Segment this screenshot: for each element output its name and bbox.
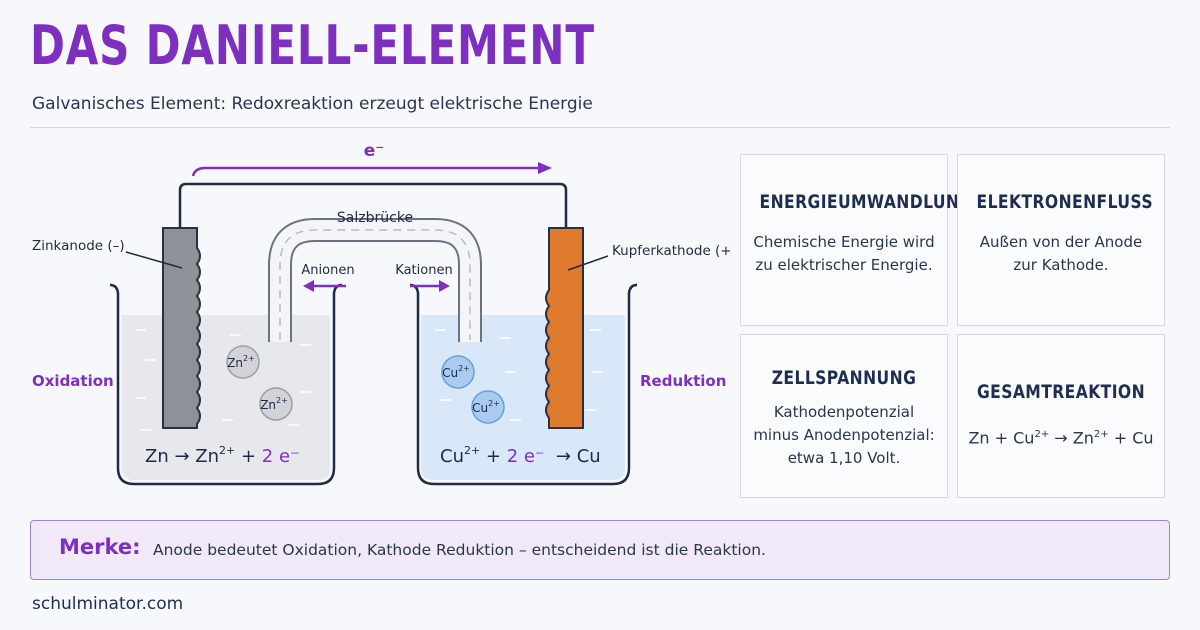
card-text-line: zur Kathode.	[1013, 256, 1109, 274]
oxidation-eq-charge: 2+	[219, 444, 235, 457]
eq-part: → Zn	[1049, 428, 1094, 448]
page-subtitle: Galvanisches Element: Redoxreaktion erze…	[32, 94, 593, 114]
external-wire	[178, 182, 568, 228]
right-solution-texture	[435, 329, 603, 421]
zinc-ion-symbol: Zn	[227, 356, 243, 370]
anode-leader	[125, 251, 183, 269]
zinc-ion-charge: 2+	[243, 354, 255, 363]
card-title: GESAMTREAKTION	[976, 381, 1146, 403]
copper-ion-charge: 2+	[458, 364, 470, 373]
eq-charge: 2+	[1093, 429, 1109, 440]
electron-label: e⁻	[364, 141, 385, 161]
card-overall-reaction: GESAMTREAKTION Zn + Cu2+ → Zn2+ + Cu	[957, 334, 1165, 498]
eq-charge: 2+	[1034, 429, 1050, 440]
card-cell-voltage: ZELLSPANNUNG Kathodenpotenzial minus Anod…	[740, 334, 948, 498]
eq-part: + Cu	[1108, 428, 1154, 448]
card-text: Chemische Energie wird zu elektrischer En…	[751, 231, 937, 277]
svg-text:Zn2+: Zn2+	[260, 396, 288, 412]
card-text: Kathodenpotenzial minus Anodenpotenzial: e…	[751, 401, 937, 470]
anions-label: Anionen	[301, 263, 354, 278]
reduction-eq-ion: Cu	[440, 446, 464, 467]
cathode-label: Kupferkathode (+)	[612, 243, 730, 259]
reduction-label: Reduktion	[640, 372, 726, 390]
copper-ion: Cu2+	[471, 390, 505, 424]
copper-ion: Cu2+	[441, 355, 475, 389]
oxidation-eq-plus: +	[235, 446, 262, 467]
copper-ion-symbol: Cu	[442, 366, 458, 380]
cathode-leader	[567, 255, 609, 271]
card-energy-conversion: ENERGIEUMWANDLUNG Chemische Energie wird…	[740, 154, 973, 326]
copper-ion-symbol: Cu	[472, 401, 488, 415]
card-text-line: Chemische Energie wird	[753, 233, 935, 251]
reduction-eq-rhs: → Cu	[544, 446, 600, 467]
reduction-eq-electrons: 2 e⁻	[507, 446, 545, 467]
reduction-eq-plus: +	[480, 446, 507, 467]
cations-arrow-head	[439, 280, 450, 292]
electron-arrow-head	[538, 162, 552, 174]
header-divider	[30, 127, 1170, 128]
oxidation-equation: Zn → Zn2+ + 2 e⁻	[145, 444, 300, 467]
zinc-ion-symbol: Zn	[260, 398, 276, 412]
svg-text:Cu2+: Cu2+	[442, 364, 470, 380]
oxidation-label: Oxidation	[32, 372, 114, 390]
right-beaker	[409, 283, 638, 486]
card-title: ENERGIEUMWANDLUNG	[759, 191, 973, 213]
note-box: Merke: Anode bedeutet Oxidation, Kathode…	[30, 520, 1170, 580]
zinc-ion: Zn2+	[226, 345, 260, 379]
note-label: Merke:	[59, 535, 141, 559]
page-title: DAS DANIELL-ELEMENT	[30, 14, 595, 77]
eq-part: Zn + Cu	[968, 428, 1035, 448]
card-title: ZELLSPANNUNG	[771, 367, 917, 389]
card-text-line: Kathodenpotenzial	[773, 403, 915, 421]
card-text: Außen von der Anode zur Kathode.	[968, 231, 1154, 277]
card-text-line: Außen von der Anode	[979, 233, 1143, 251]
zinc-anode	[162, 227, 201, 429]
zinc-ion-charge: 2+	[276, 396, 288, 405]
reduction-equation: Cu2+ + 2 e⁻ → Cu	[440, 444, 601, 467]
daniell-cell-diagram: e⁻ Salzbrücke Anionen Kationen Zinkanode…	[32, 141, 730, 486]
anode-label: Zinkanode (–)	[32, 238, 125, 254]
card-text-line: minus Anodenpotenzial:	[753, 426, 935, 444]
card-text-line: etwa 1,10 Volt.	[787, 449, 901, 467]
left-beaker	[109, 283, 343, 486]
reduction-eq-charge: 2+	[464, 444, 480, 457]
salt-bridge-stripe	[279, 229, 471, 340]
oxidation-eq-electrons: 2 e⁻	[262, 446, 300, 467]
overall-reaction-equation: Zn + Cu2+ → Zn2+ + Cu	[968, 423, 1154, 449]
electron-flow-arrow	[191, 166, 540, 177]
anions-arrow-head	[303, 280, 314, 292]
salt-bridge-label: Salzbrücke	[337, 210, 413, 226]
copper-cathode	[545, 227, 584, 429]
card-electron-flow: ELEKTRONENFLUSS Außen von der Anode zur K…	[957, 154, 1165, 326]
zinc-ion: Zn2+	[259, 387, 293, 421]
cations-label: Kationen	[395, 263, 452, 278]
note-text: Anode bedeutet Oxidation, Kathode Redukt…	[153, 541, 766, 559]
card-title: ELEKTRONENFLUSS	[976, 191, 1153, 213]
footer-site: schulminator.com	[32, 594, 184, 614]
svg-text:Zn2+: Zn2+	[227, 354, 255, 370]
card-text-line: zu elektrischer Energie.	[755, 256, 933, 274]
svg-text:Cu2+: Cu2+	[472, 399, 500, 415]
copper-ion-charge: 2+	[488, 399, 500, 408]
oxidation-eq-lhs: Zn → Zn	[145, 446, 219, 467]
